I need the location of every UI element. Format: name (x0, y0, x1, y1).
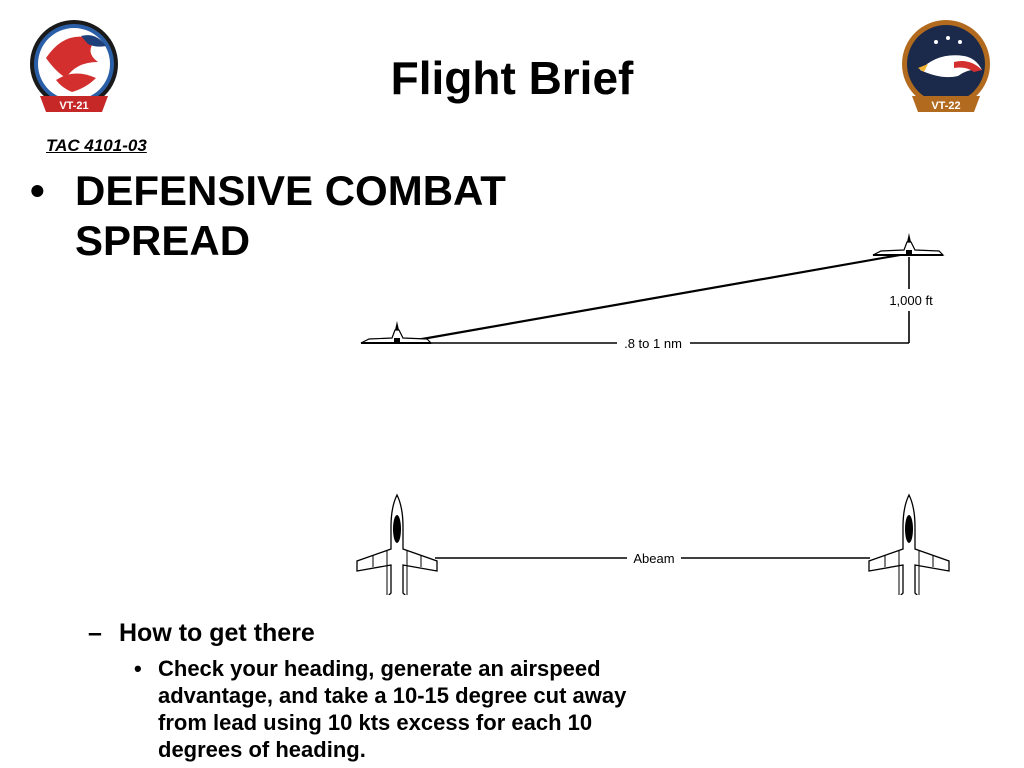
reference-label: TAC 4101-03 (46, 136, 147, 155)
distance-label: .8 to 1 nm (624, 336, 682, 351)
dash-marker: – (88, 619, 102, 647)
abeam-label: Abeam (633, 551, 674, 566)
slide-title: Flight Brief (390, 52, 634, 104)
bullet-marker-small: • (134, 656, 142, 681)
altitude-label: 1,000 ft (889, 293, 933, 308)
bullet-marker: • (30, 167, 45, 214)
bullet-level3-text: Check your heading, generate an airspeed… (158, 656, 627, 762)
top-jet-lead (356, 494, 438, 595)
sight-line (404, 251, 912, 344)
svg-text:VT-21: VT-21 (59, 100, 88, 112)
formation-diagram: .8 to 1 nm 1,000 ft Abeam (356, 232, 950, 595)
side-jet-wingman (872, 232, 944, 256)
bullet-level1-text: DEFENSIVE COMBAT SPREAD (75, 167, 506, 264)
side-jet-lead (360, 320, 432, 344)
svg-text:VT-22: VT-22 (931, 100, 960, 112)
bullet-level2-text: How to get there (119, 619, 315, 647)
vt21-logo: VT-21 (30, 20, 118, 112)
vt22-logo: VT-22 (902, 20, 990, 112)
top-jet-wingman (868, 494, 950, 595)
